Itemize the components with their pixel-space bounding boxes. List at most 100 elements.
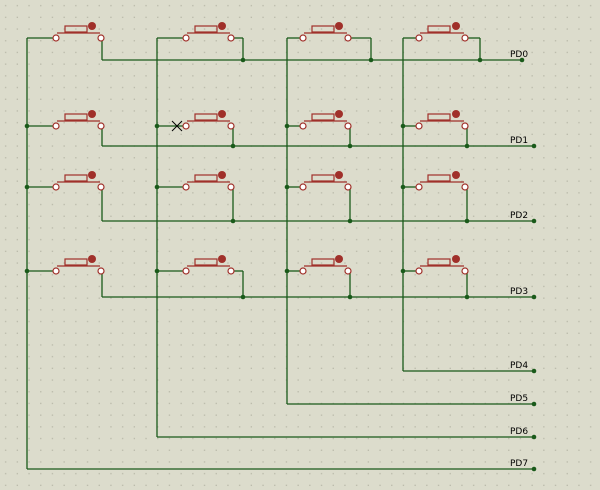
terminal-dot (531, 434, 537, 440)
switch-actuator-dot (88, 22, 96, 30)
push-button (415, 22, 469, 42)
switch-pin (461, 183, 469, 191)
switch-actuator-dot (335, 171, 343, 179)
switch-plunger (427, 25, 451, 33)
junction-dot (240, 57, 246, 63)
junction-dot (154, 268, 160, 274)
switch-actuator-dot (452, 22, 460, 30)
terminal-dot (531, 368, 537, 374)
switch-plunger (427, 174, 451, 182)
junction-dot (347, 294, 353, 300)
push-buttons (52, 22, 469, 275)
switch-plunger (311, 25, 335, 33)
junction-dot (368, 57, 374, 63)
switch-pin (461, 267, 469, 275)
switch-plunger (64, 25, 88, 33)
push-button (299, 171, 352, 191)
push-button (182, 171, 235, 191)
push-button (299, 22, 352, 42)
switch-actuator-dot (452, 255, 460, 263)
junction-dot (347, 143, 353, 149)
net-label-pd6: PD6 (510, 427, 528, 437)
switch-pin (344, 267, 352, 275)
switch-pin (299, 122, 307, 130)
net-label-pd7: PD7 (510, 459, 528, 469)
junction-dot (347, 218, 353, 224)
switch-plunger (64, 113, 88, 121)
junction-dot (24, 268, 30, 274)
push-button (415, 171, 469, 191)
switch-pin (182, 34, 190, 42)
switch-pin (97, 122, 105, 130)
switch-pin (97, 267, 105, 275)
junction-dot (284, 268, 290, 274)
switch-actuator-dot (335, 255, 343, 263)
switch-pin (415, 34, 423, 42)
junction-dot (400, 184, 406, 190)
switch-pin (97, 34, 105, 42)
switch-actuator-dot (88, 110, 96, 118)
switch-pin (52, 34, 60, 42)
junction-dot (154, 123, 160, 129)
push-button (182, 22, 235, 42)
net-label-pd3: PD3 (510, 287, 528, 297)
push-button (299, 255, 352, 275)
switch-actuator-dot (218, 171, 226, 179)
junction-dot (24, 123, 30, 129)
switch-plunger (311, 113, 335, 121)
switch-pin (344, 34, 352, 42)
push-button (52, 22, 105, 42)
switch-pin (182, 267, 190, 275)
switch-plunger (311, 174, 335, 182)
junction-dot (284, 123, 290, 129)
switch-plunger (194, 174, 218, 182)
switch-pin (227, 122, 235, 130)
switch-actuator-dot (335, 110, 343, 118)
switch-plunger (311, 258, 335, 266)
junction-dot (464, 218, 470, 224)
switch-plunger (64, 174, 88, 182)
switch-actuator-dot (452, 171, 460, 179)
switch-actuator-dot (218, 110, 226, 118)
terminal-dot (531, 401, 537, 407)
net-label-pd4: PD4 (510, 361, 528, 371)
switch-plunger (427, 113, 451, 121)
switch-pin (97, 183, 105, 191)
junction-dot (240, 294, 246, 300)
junction-dot (464, 294, 470, 300)
junction-dot (464, 143, 470, 149)
switch-plunger (427, 258, 451, 266)
push-button (182, 255, 235, 275)
junctions (24, 57, 537, 472)
switch-pin (182, 183, 190, 191)
net-label-pd0: PD0 (510, 50, 528, 60)
switch-pin (415, 267, 423, 275)
switch-pin (415, 122, 423, 130)
switch-plunger (64, 258, 88, 266)
switch-actuator-dot (88, 255, 96, 263)
terminal-dot (531, 218, 537, 224)
terminal-dot (531, 294, 537, 300)
junction-dot (284, 184, 290, 190)
switch-actuator-dot (218, 255, 226, 263)
switch-plunger (194, 25, 218, 33)
switch-pin (299, 183, 307, 191)
net-label-pd5: PD5 (510, 394, 528, 404)
push-button (52, 171, 105, 191)
switch-pin (227, 183, 235, 191)
switch-pin (461, 122, 469, 130)
terminal-dot (531, 143, 537, 149)
switch-pin (227, 267, 235, 275)
push-button (415, 110, 469, 130)
switch-actuator-dot (218, 22, 226, 30)
junction-dot (477, 57, 483, 63)
switch-pin (461, 34, 469, 42)
terminal-dot (519, 57, 525, 63)
no-connect-mark (171, 120, 183, 132)
switch-actuator-dot (335, 22, 343, 30)
net-label-pd2: PD2 (510, 211, 528, 221)
junction-dot (400, 268, 406, 274)
